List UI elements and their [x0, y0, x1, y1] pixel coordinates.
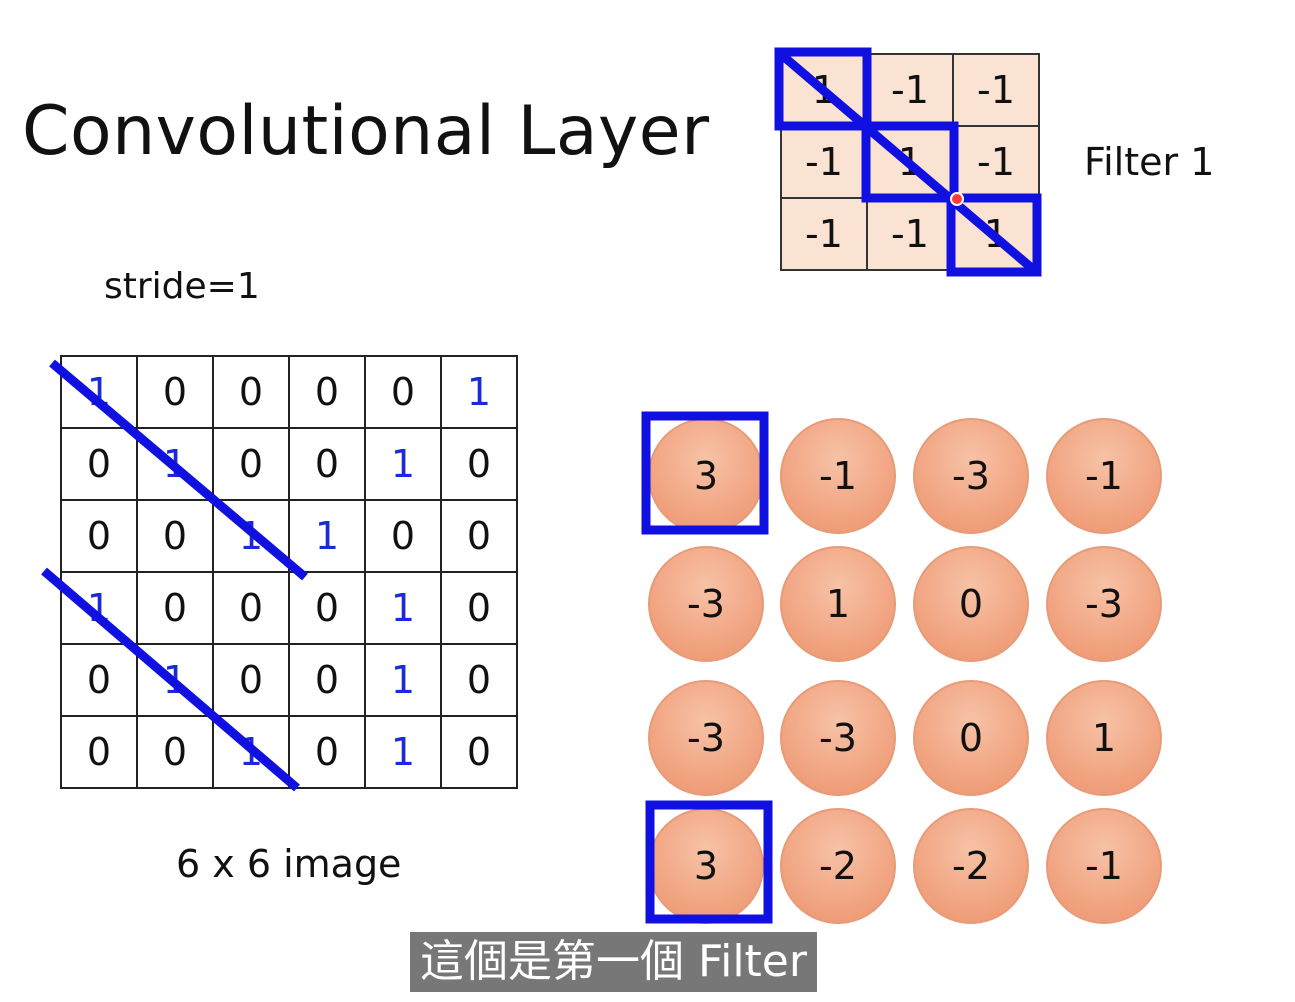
filter-cell: 1	[866, 125, 954, 199]
stride-label: stride=1	[104, 266, 260, 307]
image-cell: 0	[288, 427, 366, 501]
image-cell: 0	[136, 355, 214, 429]
image-cell: 1	[136, 643, 214, 717]
filter-cell: -1	[952, 125, 1040, 199]
image-cell: 0	[440, 643, 518, 717]
image-cell: 1	[212, 499, 290, 573]
image-cell: 0	[440, 715, 518, 789]
image-cell: 1	[364, 427, 442, 501]
image-label: 6 x 6 image	[176, 842, 402, 886]
subtitle-caption: 這個是第一個 Filter	[410, 932, 817, 992]
image-cell: 1	[212, 715, 290, 789]
image-cell: 1	[364, 715, 442, 789]
feature-value: 0	[913, 680, 1029, 796]
feature-value: -3	[780, 680, 896, 796]
feature-value: 3	[648, 418, 764, 534]
image-cell: 0	[60, 643, 138, 717]
feature-value: 1	[780, 546, 896, 662]
image-cell: 0	[212, 571, 290, 645]
filter-row: 1-1-1	[780, 53, 1040, 127]
feature-value: -3	[1046, 546, 1162, 662]
image-cell: 0	[440, 499, 518, 573]
image-cell: 1	[440, 355, 518, 429]
feature-value: -1	[1046, 418, 1162, 534]
image-cell: 0	[212, 643, 290, 717]
filter-label: Filter 1	[1084, 140, 1215, 184]
slide-title: Convolutional Layer	[22, 92, 710, 171]
image-cell: 0	[60, 499, 138, 573]
filter-cell: 1	[952, 197, 1040, 271]
feature-value: -2	[780, 808, 896, 924]
feature-value: -2	[913, 808, 1029, 924]
feature-value: -1	[780, 418, 896, 534]
image-cell: 0	[60, 715, 138, 789]
feature-value: 3	[648, 808, 764, 924]
image-cell: 0	[288, 715, 366, 789]
feature-value: -3	[648, 680, 764, 796]
image-cell: 0	[288, 571, 366, 645]
image-cell: 0	[212, 427, 290, 501]
filter-cell: 1	[780, 53, 868, 127]
image-cell: 0	[136, 715, 214, 789]
feature-value: -3	[648, 546, 764, 662]
image-cell: 0	[364, 499, 442, 573]
feature-value: -1	[1046, 808, 1162, 924]
image-cell: 0	[136, 499, 214, 573]
image-cell: 1	[60, 355, 138, 429]
image-cell: 0	[60, 427, 138, 501]
image-cell: 1	[136, 427, 214, 501]
image-cell: 1	[364, 643, 442, 717]
filter-cell: -1	[952, 53, 1040, 127]
image-cell: 0	[212, 355, 290, 429]
feature-value: 0	[913, 546, 1029, 662]
filter-cell: -1	[780, 197, 868, 271]
feature-value: 1	[1046, 680, 1162, 796]
image-cell: 0	[440, 427, 518, 501]
image-cell: 1	[60, 571, 138, 645]
image-cell: 1	[364, 571, 442, 645]
image-cell: 0	[364, 355, 442, 429]
image-cell: 0	[288, 355, 366, 429]
image-cell: 0	[136, 571, 214, 645]
image-cell: 0	[440, 571, 518, 645]
image-cell: 1	[288, 499, 366, 573]
filter-cell: -1	[780, 125, 868, 199]
filter-cell: -1	[866, 197, 954, 271]
feature-value: -3	[913, 418, 1029, 534]
image-cell: 0	[288, 643, 366, 717]
filter-cell: -1	[866, 53, 954, 127]
